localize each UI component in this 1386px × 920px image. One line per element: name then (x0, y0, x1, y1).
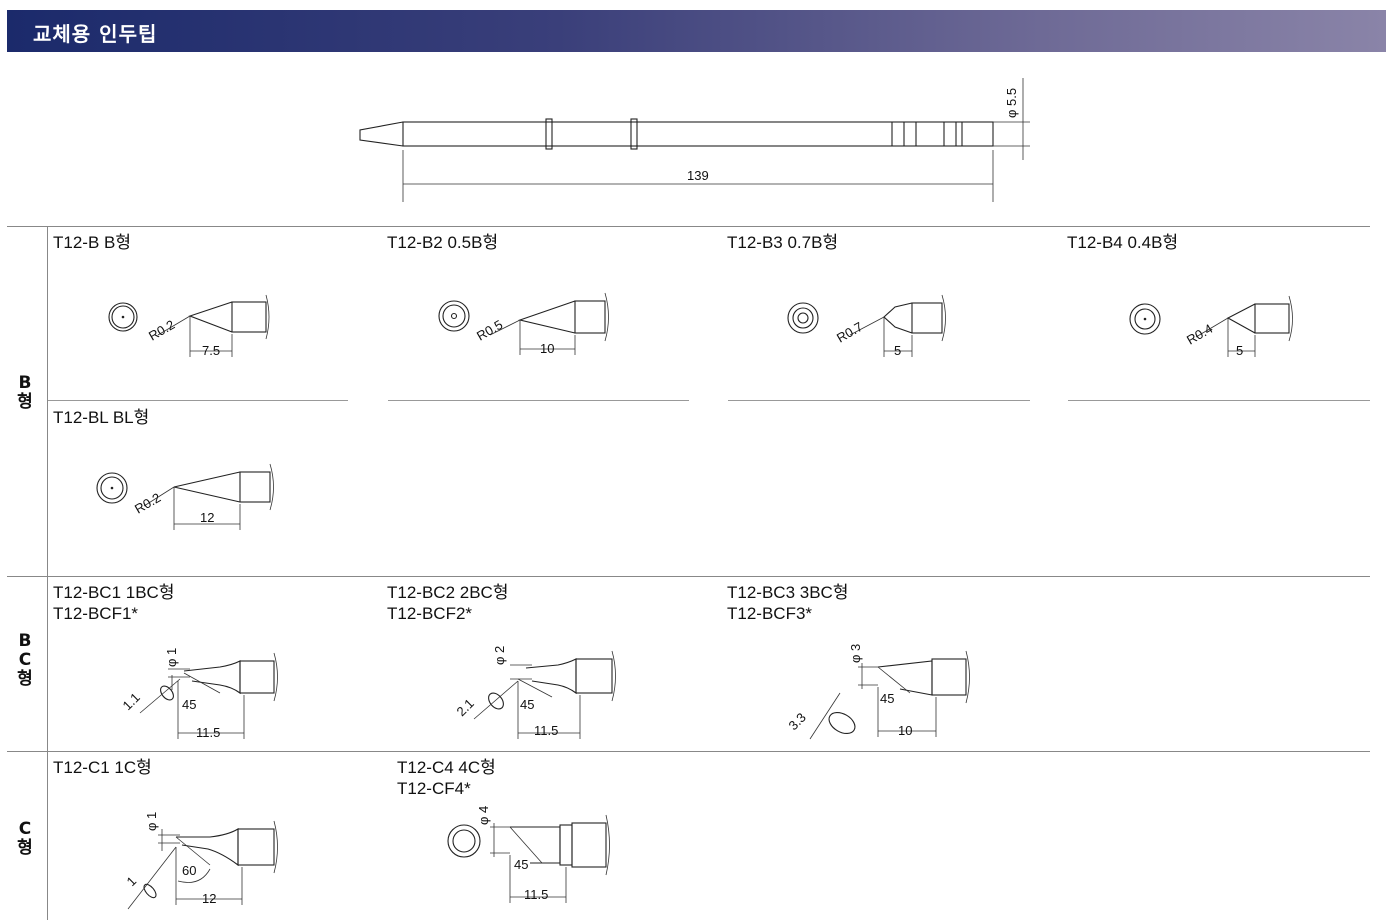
tip-bc1-angle: 45 (182, 697, 196, 712)
tip-bc1-diameter: φ 1 (164, 648, 179, 667)
tip-drawing-bc3: φ 3 3.3 45 10 (786, 644, 970, 740)
tip-c4-name: T12-C4 4C형 (397, 758, 496, 777)
tip-bc3-face: 3.3 (786, 710, 809, 733)
tip-title-bc3: T12-BC3 3BC형 T12-BCF3* (727, 582, 848, 624)
tip-c4-length: 11.5 (524, 887, 548, 902)
tip-title-b3: T12-B3 0.7B형 (727, 233, 839, 252)
tip-drawing-bc2: φ 2 2.1 45 11.5 (454, 646, 616, 739)
tip-bc2-length: 11.5 (534, 723, 558, 738)
row-separator (1068, 400, 1370, 401)
tip-b-length: 7.5 (202, 343, 220, 358)
tip-bc3-name: T12-BC3 3BC형 (727, 583, 849, 602)
tip-c1-length: 12 (202, 891, 216, 906)
tip-drawing-b3: R0.7 5 (787, 294, 946, 358)
tip-drawing-c4: φ 4 45 11.5 (447, 806, 610, 903)
tip-c1-angle: 60 (182, 863, 196, 878)
tip-bc3-angle: 45 (880, 691, 894, 706)
tip-drawing-b: R0.2 7.5 (108, 294, 270, 358)
title-bar: 교체용 인두팁 (7, 10, 1386, 52)
tip-title-b2: T12-B2 0.5B형 (387, 233, 499, 252)
tip-c1-diameter: φ 1 (144, 812, 159, 831)
tip-bc3-length: 10 (898, 723, 912, 738)
tip-title-bl: T12-BL BL형 (53, 408, 150, 427)
tip-bl-radius: R0.2 (132, 490, 163, 517)
tip-b2-radius: R0.5 (474, 317, 505, 344)
overview-diameter-label: φ 5.5 (1004, 88, 1019, 118)
tip-drawing-bc1: φ 1 1.1 45 11.5 (120, 648, 278, 740)
overview-tip-drawing: 139 φ 5.5 (359, 78, 1030, 202)
tip-b3-length: 5 (894, 343, 901, 358)
tip-bc1-alt-name: T12-BCF1* (53, 604, 139, 623)
tip-b3-radius: R0.7 (834, 319, 865, 346)
tip-drawing-b4: R0.4 5 (1129, 295, 1293, 358)
tip-c1-face: 1 (124, 873, 140, 889)
overview-length-label: 139 (687, 168, 709, 183)
tip-bc2-diameter: φ 2 (492, 646, 507, 665)
tip-drawing-c1: φ 1 1 60 12 (124, 812, 278, 910)
table-top-line (7, 226, 1370, 227)
tip-bc3-alt-name: T12-BCF3* (727, 604, 813, 623)
tip-drawing-b2: R0.5 10 (438, 292, 609, 356)
tip-bc2-angle: 45 (520, 697, 534, 712)
tip-title-b4: T12-B4 0.4B형 (1067, 233, 1179, 252)
tip-title-b: T12-B B형 (53, 233, 131, 252)
tip-b-radius: R0.2 (146, 317, 177, 344)
tip-b2-length: 10 (540, 341, 554, 356)
tip-bl-length: 12 (200, 510, 214, 525)
tip-title-bc1: T12-BC1 1BC형 T12-BCF1* (53, 582, 174, 624)
tip-c4-diameter: φ 4 (476, 806, 491, 825)
label-column-line (47, 226, 48, 920)
tip-c4-alt-name: T12-CF4* (397, 779, 471, 798)
tip-title-bc2: T12-BC2 2BC형 T12-BCF2* (387, 582, 508, 624)
tip-c4-angle: 45 (514, 857, 528, 872)
tip-bc1-face: 1.1 (120, 690, 143, 713)
row-separator (48, 400, 348, 401)
tip-drawing-bl: R0.2 12 (96, 463, 274, 530)
tip-bc2-alt-name: T12-BCF2* (387, 604, 473, 623)
section-divider-bc (7, 576, 1370, 577)
tip-bc3-diameter: φ 3 (848, 644, 863, 663)
page-title: 교체용 인두팁 (33, 22, 158, 46)
row-separator (388, 400, 689, 401)
tip-bc2-name: T12-BC2 2BC형 (387, 583, 509, 602)
tip-bc1-name: T12-BC1 1BC형 (53, 583, 175, 602)
tip-title-c1: T12-C1 1C형 (53, 758, 152, 777)
tip-b4-length: 5 (1236, 343, 1243, 358)
tip-bc1-length: 11.5 (196, 725, 220, 740)
section-divider-c (7, 751, 1370, 752)
tip-bc2-face: 2.1 (454, 696, 477, 719)
tip-b4-radius: R0.4 (1184, 321, 1215, 348)
tip-title-c4: T12-C4 4C형 T12-CF4* (397, 757, 496, 799)
row-separator (728, 400, 1030, 401)
